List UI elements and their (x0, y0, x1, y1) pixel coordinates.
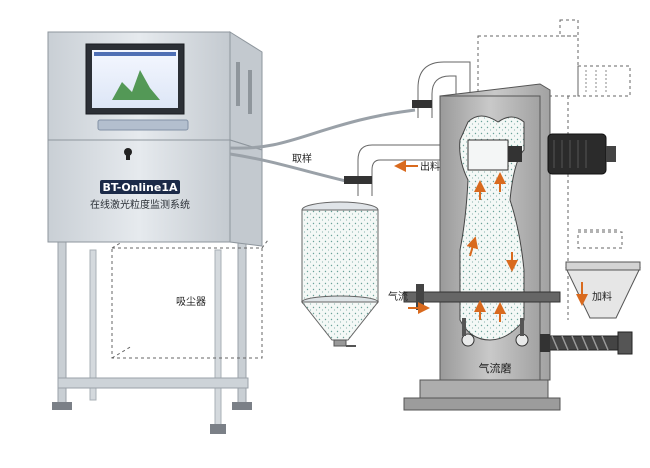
sampling-tubes: 取样 (229, 108, 416, 184)
analyzer-cabinet: BT-Online1A 在线激光粒度监测系统 (47, 31, 263, 247)
analyzer-stand (52, 235, 269, 434)
analyzer-name: 在线激光粒度监测系统 (90, 198, 190, 211)
label-sampling: 取样 (292, 152, 312, 165)
classifier-motor (547, 133, 607, 175)
analyzer-model: BT-Online1A (102, 181, 178, 194)
screen-graph-icon (112, 70, 160, 100)
discharge-pipe: 出料 (344, 144, 440, 196)
label-jet-mill: 气流磨 (479, 361, 512, 375)
upper-sampling-pipe (412, 61, 471, 118)
cyclone-collector (300, 201, 380, 347)
label-feeding: 加料 (592, 290, 612, 303)
label-discharge: 出料 (420, 160, 440, 173)
label-dust-collector: 吸尘器 (176, 296, 206, 308)
feeder: 加料 (540, 231, 641, 355)
jet-mill: 气流 气流磨 (388, 19, 631, 411)
label-air-inlet: 气流 (388, 290, 408, 303)
flow-arrow-icon (466, 236, 479, 257)
